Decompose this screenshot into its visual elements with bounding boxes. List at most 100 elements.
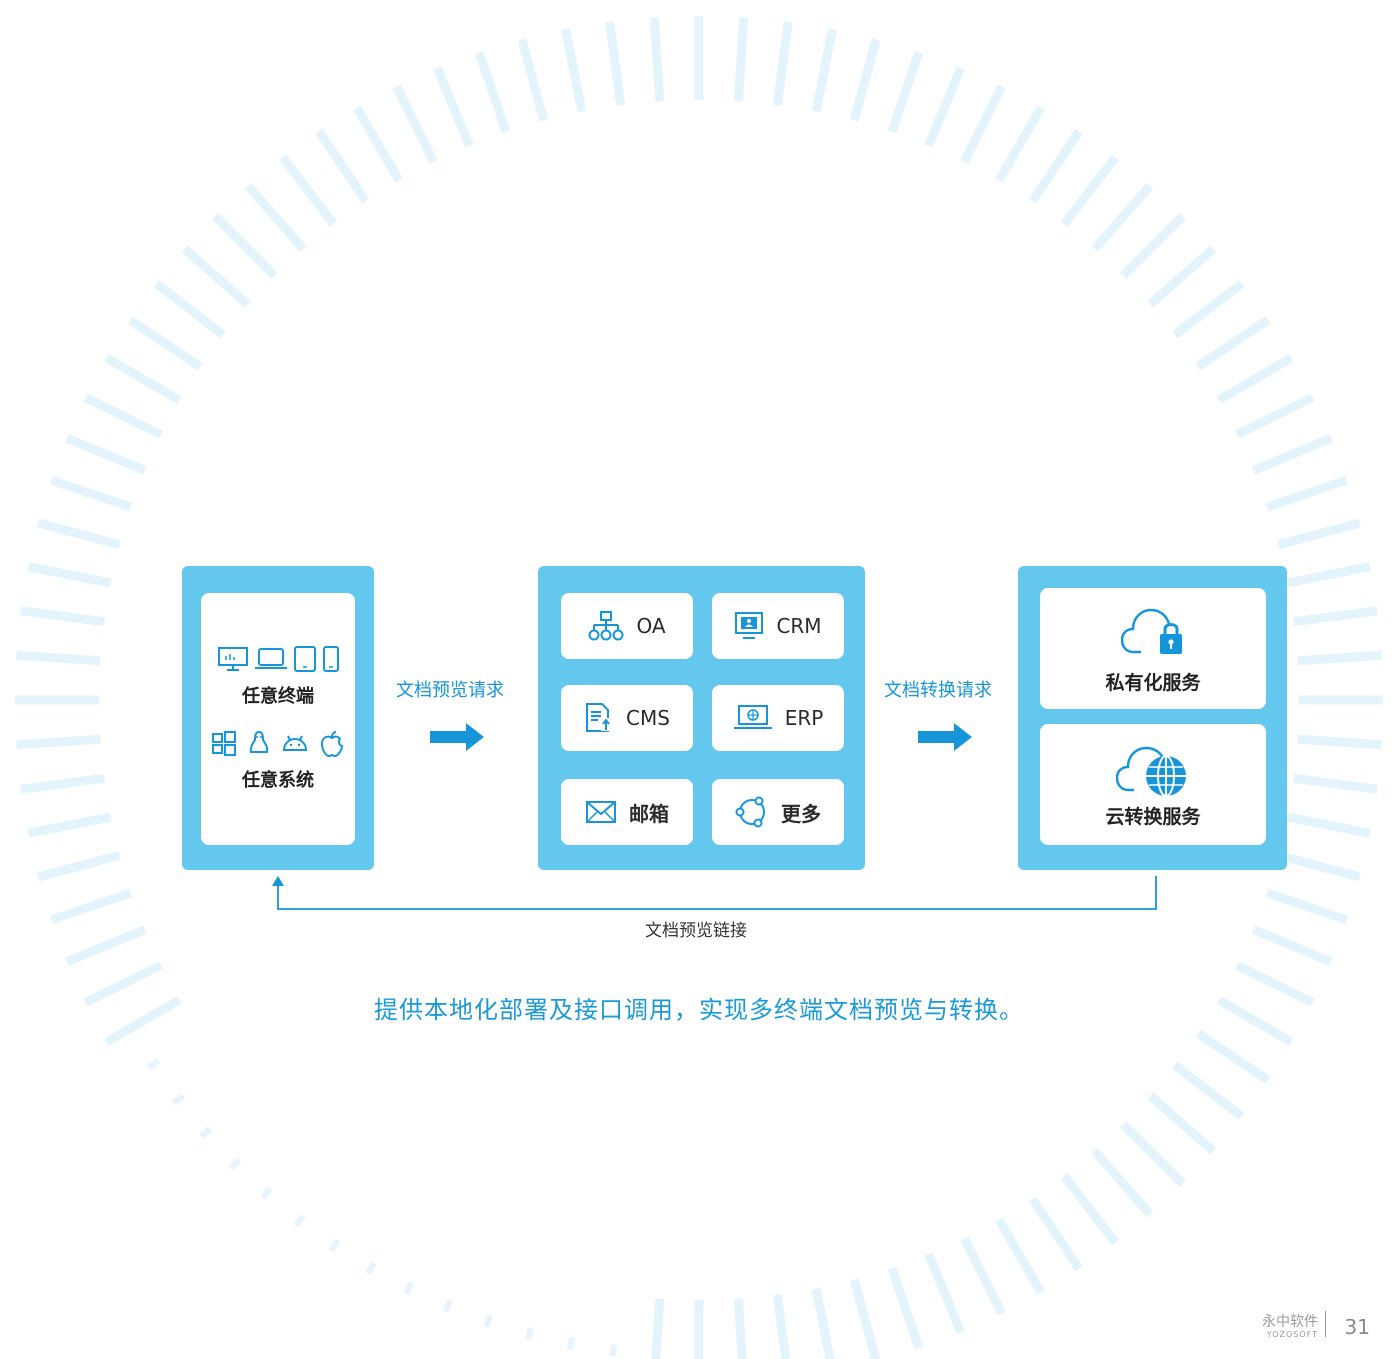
burst-ray [1286, 562, 1371, 588]
burst-ray [811, 28, 837, 113]
system-card-erp: ERP [712, 685, 844, 751]
os-icons [211, 730, 345, 758]
burst-ray [651, 1298, 665, 1359]
burst-ray [104, 354, 182, 404]
burst-ray [609, 1344, 618, 1357]
burst-ray [733, 17, 749, 102]
burst-ray [65, 434, 147, 475]
burst-ray [1251, 925, 1333, 966]
diagram-caption: 提供本地化部署及接口调用，实现多终端文档预览与转换。 [374, 996, 1024, 1024]
cloud-globe-icon [1116, 746, 1186, 796]
apple-icon [320, 731, 344, 758]
burst-ray [1147, 1092, 1217, 1155]
document-upload-icon [584, 702, 614, 734]
burst-ray [524, 1327, 534, 1341]
oa-label: OA [636, 614, 666, 638]
mail-label: 邮箱 [629, 801, 669, 826]
system-card-cms: CMS [561, 685, 693, 751]
burst-ray [1265, 888, 1349, 925]
burst-ray [1277, 518, 1361, 550]
burst-ray [20, 606, 105, 627]
burst-ray [1293, 773, 1378, 794]
network-circle-icon [735, 795, 769, 829]
burst-ray [1172, 280, 1245, 339]
cloud-service-label: 云转换服务 [1105, 806, 1201, 828]
preview-request-label: 文档预览请求 [396, 680, 504, 701]
burst-ray [37, 518, 121, 550]
burst-ray [960, 84, 1006, 164]
burst-ray [1147, 245, 1217, 308]
burst-ray [1297, 650, 1382, 666]
brand-name-cn: 永中软件 [1262, 1314, 1318, 1330]
burst-ray [561, 28, 587, 113]
terminal-icons [217, 646, 340, 672]
private-service-card: 私有化服务 [1040, 588, 1266, 709]
system-card-crm: CRM [712, 593, 844, 659]
system-card-oa: OA [561, 593, 693, 659]
burst-ray [733, 1298, 747, 1359]
cms-label: CMS [626, 706, 670, 730]
burst-ray [127, 316, 203, 371]
burst-ray [1091, 182, 1154, 252]
footer-brand: 永中软件 YOZOSOFT [1262, 1314, 1318, 1340]
burst-ray [1293, 606, 1378, 627]
burst-ray [995, 105, 1045, 183]
burst-ray [83, 961, 163, 1007]
burst-ray [924, 1252, 965, 1334]
burst-ray [849, 1278, 881, 1359]
burst-ray [924, 66, 965, 148]
burst-ray [772, 1294, 791, 1359]
laptop-icon [254, 648, 287, 669]
burst-ray [199, 1126, 213, 1139]
org-chart-icon [588, 611, 624, 641]
burst-ray [1195, 316, 1271, 371]
burst-ray [1235, 393, 1315, 439]
burst-ray [228, 1157, 242, 1171]
laptop-globe-icon [733, 704, 773, 732]
burst-ray [442, 1299, 454, 1313]
burst-ray [244, 182, 307, 252]
any-terminal-label: 任意终端 [242, 686, 314, 707]
systems-panel: OA CRM CMS ERP 邮箱 更多 [538, 566, 865, 870]
burst-ray [1251, 434, 1333, 475]
burst-ray [566, 1336, 576, 1350]
burst-ray [1195, 1029, 1271, 1084]
burst-ray [16, 734, 101, 750]
burst-ray [65, 925, 147, 966]
burst-ray [1172, 1061, 1245, 1120]
right-arrow-icon [430, 723, 484, 751]
burst-ray [772, 21, 793, 106]
burst-ray [433, 66, 474, 148]
android-icon [282, 735, 308, 751]
burst-ray [1060, 154, 1119, 227]
burst-ray [27, 562, 112, 588]
mail-icon [585, 800, 617, 824]
erp-label: ERP [784, 706, 824, 730]
desktop-icon [217, 647, 248, 671]
burst-ray [328, 1238, 341, 1253]
burst-ray [1216, 354, 1294, 404]
burst-ray [1277, 850, 1361, 882]
burst-ray [260, 1186, 273, 1200]
burst-ray [1120, 1121, 1186, 1187]
crm-label: CRM [776, 614, 822, 638]
burst-ray [16, 650, 101, 666]
burst-ray [392, 84, 438, 164]
private-service-label: 私有化服务 [1105, 672, 1201, 694]
tablet-icon [293, 646, 316, 672]
burst-ray [353, 105, 403, 183]
cloud-service-card: 云转换服务 [1040, 724, 1266, 845]
burst-ray [293, 1213, 306, 1228]
burst-ray [605, 21, 626, 106]
burst-ray [49, 475, 133, 512]
devices-panel: 任意终端 任意系统 [182, 566, 374, 870]
more-label: 更多 [781, 801, 821, 826]
burst-ray [887, 50, 924, 134]
burst-ray [1286, 812, 1371, 838]
burst-ray [995, 1217, 1045, 1295]
burst-ray [811, 1287, 835, 1359]
burst-ray [171, 1093, 186, 1106]
burst-ray [279, 154, 338, 227]
